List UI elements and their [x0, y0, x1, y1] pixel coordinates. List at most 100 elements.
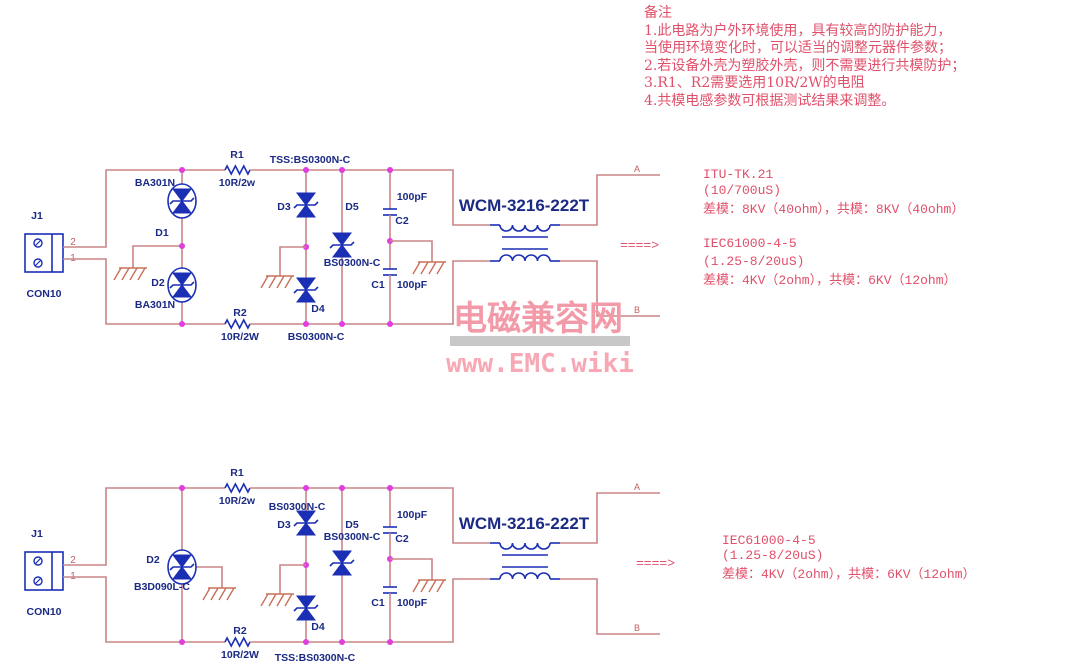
connector-j1	[24, 233, 64, 273]
tvs-diode-icon	[332, 550, 352, 564]
junction-dot	[303, 167, 309, 173]
tvs-diode-icon	[332, 244, 352, 258]
arrow-label: ====>	[620, 238, 659, 253]
label-d4: D4	[311, 621, 325, 633]
label-r1: R1	[230, 467, 244, 479]
diode-bar	[329, 559, 355, 567]
label-d5-part: BS0300N-C	[324, 257, 381, 269]
watermark: 电磁兼容网 www.EMC.wiki	[446, 299, 634, 379]
label-d3-part: BS0300N-C	[269, 501, 326, 513]
screw-slot	[34, 259, 42, 267]
spec-line: IEC61000-4-5	[703, 236, 797, 251]
diode-bar	[169, 197, 195, 205]
wire	[560, 492, 660, 544]
label-d3: D3	[277, 201, 291, 213]
spec-line: (1.25-8/20uS)	[703, 254, 804, 269]
diode-bar	[169, 281, 195, 289]
label-output-b: B	[634, 623, 640, 633]
wire	[250, 169, 490, 226]
label-con10: CON10	[26, 606, 61, 618]
label-j1: J1	[31, 528, 43, 540]
tvs-diode-icon	[172, 554, 192, 568]
ground-icon	[412, 579, 421, 593]
wire	[63, 169, 225, 248]
tvs-diode-icon	[172, 566, 192, 580]
label-r2: R2	[233, 307, 247, 319]
wire	[63, 258, 225, 325]
pin-2-label: 2	[70, 555, 76, 566]
ground-icon	[412, 261, 421, 275]
tvs-diode-icon	[296, 289, 316, 303]
wire	[390, 558, 433, 580]
label-d1: D1	[155, 227, 169, 239]
spec-line: IEC61000-4-5	[722, 533, 816, 548]
label-d4-part: BS0300N-C	[288, 331, 345, 343]
junction-dot	[387, 167, 393, 173]
tvs-diode-icon	[296, 204, 316, 218]
spec-line: 差模：8KV（40ohm），共模：8KV（40ohm）	[703, 202, 964, 217]
label-d5: D5	[345, 519, 359, 531]
label-d2-part: BA301N	[135, 299, 175, 311]
ground-icon	[202, 587, 211, 601]
junction-dot	[179, 243, 185, 249]
ground-icon	[420, 579, 429, 593]
junction-dot	[179, 639, 185, 645]
label-r1: R1	[230, 149, 244, 161]
label-c2: C2	[395, 215, 409, 227]
junction-dot	[339, 167, 345, 173]
pin-2-label: 2	[70, 237, 76, 248]
resistor-symbol	[224, 636, 251, 648]
junction-dot	[179, 167, 185, 173]
ground-icon	[436, 579, 445, 593]
junction-dot	[303, 639, 309, 645]
spec-line: ITU-TK.21	[703, 167, 773, 182]
spec-2: ====>IEC61000-4-5(1.25-8/20uS)差模：4KV（2oh…	[636, 533, 976, 582]
diode-bar	[329, 241, 355, 249]
spec-line: 差模：4KV（2ohm），共模：6KV（12ohm）	[703, 273, 957, 288]
wire	[196, 566, 223, 588]
spec-line: (10/700uS)	[703, 183, 781, 198]
note-line: 4.共模电感参数可根据测试结果来调整。	[644, 92, 896, 109]
wire	[560, 578, 660, 635]
wire	[250, 487, 490, 544]
wire	[63, 576, 225, 643]
tvs-diode-icon	[332, 232, 352, 246]
circuit-1: J1CON1021R110R/2wR210R/2WBA301ND1D2BA301…	[24, 149, 660, 343]
label-d2-part: B3D090L-C	[134, 581, 190, 593]
screw-terminal-icon	[33, 556, 43, 566]
ground-icon	[276, 593, 285, 607]
ground-icon	[284, 275, 293, 289]
wire	[250, 260, 490, 325]
ground-icon	[137, 267, 146, 281]
wire	[560, 260, 660, 317]
diode-bar	[169, 563, 195, 571]
diode-bar	[293, 286, 319, 294]
label-d2: D2	[146, 554, 160, 566]
wire	[63, 487, 225, 566]
label-c1-value: 100pF	[397, 279, 428, 291]
ground-icon	[210, 587, 219, 601]
label-d3: D3	[277, 519, 291, 531]
resistor-symbol	[224, 482, 251, 494]
tvs-diode-icon	[296, 277, 316, 291]
tvs-diode-icon	[332, 562, 352, 576]
junction-dot	[179, 321, 185, 327]
screw-slot	[34, 577, 42, 585]
wire	[560, 174, 660, 226]
ground-icon	[268, 593, 277, 607]
junction-dot	[303, 321, 309, 327]
screw-terminal-icon	[33, 238, 43, 248]
junction-dot	[387, 639, 393, 645]
diode-bar	[293, 201, 319, 209]
junction-dot	[303, 485, 309, 491]
label-d1-part: BA301N	[135, 177, 175, 189]
watermark-cn: 电磁兼容网	[453, 299, 623, 339]
junction-dot	[339, 639, 345, 645]
inductor-winding-icon	[499, 254, 551, 262]
ground-icon	[284, 593, 293, 607]
tvs-diode-icon	[296, 607, 316, 621]
notes-title: 备注	[644, 5, 672, 21]
ground-icon	[260, 593, 269, 607]
